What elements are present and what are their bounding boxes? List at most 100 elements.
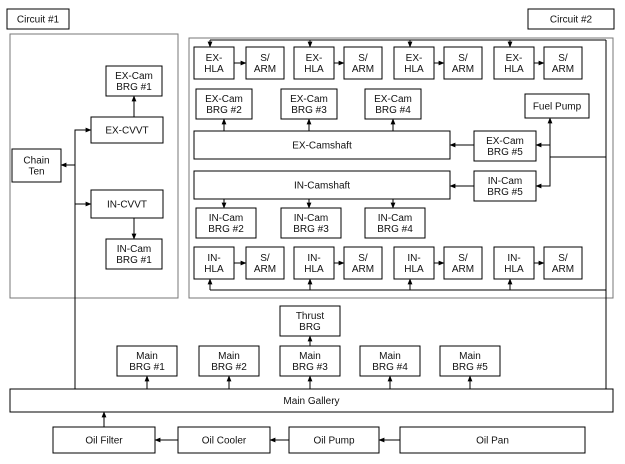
in-hla-3: IN-HLA [393, 246, 435, 280]
in-hla-3-label-1: IN- [407, 253, 420, 264]
ex-hla-3-label-1: EX- [406, 53, 423, 64]
in-camshaft: IN-Camshaft [193, 170, 451, 200]
oil-pan: Oil Pan [399, 426, 586, 454]
main-gallery: Main Gallery [9, 388, 614, 413]
ex-hla-4-label-2: HLA [504, 64, 524, 75]
ex-camshaft-label-1: EX-Camshaft [292, 141, 352, 152]
ex-cam-brg5-label-2: BRG #5 [487, 147, 523, 158]
s-arm-3-label-1: S/ [458, 53, 468, 64]
in-hla-1-label-2: HLA [204, 264, 224, 275]
ex5-split [535, 142, 551, 157]
main-brg5-label-1: Main [459, 351, 481, 362]
in-cam-brg5-label-2: BRG #5 [487, 187, 523, 198]
oil-pan-label-1: Oil Pan [476, 436, 509, 447]
s-arm-6-label-2: ARM [352, 264, 374, 275]
ex-camshaft: EX-Camshaft [193, 130, 451, 160]
s-arm-1-label-1: S/ [260, 53, 270, 64]
ex-cam-brg2-label-1: EX-Cam [205, 94, 243, 105]
s-arm-5-label-2: ARM [254, 264, 276, 275]
main-brg3-label-1: Main [299, 351, 321, 362]
oil-cooler-label-1: Oil Cooler [202, 436, 247, 447]
main-brg2-label-1: Main [218, 351, 240, 362]
oil-cooler: Oil Cooler [177, 426, 271, 454]
s-arm-1: S/ARM [245, 46, 285, 80]
in-cvvt-label-1: IN-CVVT [107, 200, 147, 211]
ex-cam-brg5-label-1: EX-Cam [486, 136, 524, 147]
ex-hla-1: EX-HLA [193, 46, 235, 80]
ex-hla-3-label-2: HLA [404, 64, 424, 75]
circuit1-label-label-1: Circuit #1 [17, 15, 60, 26]
in-hla-2-label-1: IN- [307, 253, 320, 264]
ex-hla-1-label-1: EX- [206, 53, 223, 64]
s-arm-8-label-1: S/ [558, 253, 568, 264]
thrust-brg-label-1: Thrust [296, 311, 325, 322]
s-arm-1-label-2: ARM [254, 64, 276, 75]
in-cam-brg3-label-2: BRG #3 [293, 224, 329, 235]
s-arm-6: S/ARM [343, 246, 383, 280]
circuit2-label-label-1: Circuit #2 [550, 15, 593, 26]
in-cvvt: IN-CVVT [90, 189, 164, 219]
in-camshaft-label-1: IN-Camshaft [294, 181, 350, 192]
in-hla-1: IN-HLA [193, 246, 235, 280]
fuel-pump-label-1: Fuel Pump [533, 102, 582, 113]
chain-ten-label-2: Ten [28, 167, 44, 178]
in-hla-3-label-2: HLA [404, 264, 424, 275]
ex-hla-2-label-1: EX- [306, 53, 323, 64]
in-cam-brg4-label-1: IN-Cam [378, 213, 412, 224]
s-arm-6-label-1: S/ [358, 253, 368, 264]
in-hla-4-label-1: IN- [507, 253, 520, 264]
in-cam-brg3-label-1: IN-Cam [294, 213, 328, 224]
s-arm-2: S/ARM [343, 46, 383, 80]
in-cam-brg2-label-2: BRG #2 [208, 224, 244, 235]
in-cam-brg1-label-2: BRG #1 [116, 255, 152, 266]
s-arm-3-label-2: ARM [452, 64, 474, 75]
oil-pump: Oil Pump [288, 426, 380, 454]
ex-cam-brg4-label-2: BRG #4 [375, 105, 411, 116]
in-hla-1-label-1: IN- [207, 253, 220, 264]
s-arm-7-label-2: ARM [452, 264, 474, 275]
main-brg4-label-2: BRG #4 [372, 362, 408, 373]
s-arm-7-label-1: S/ [458, 253, 468, 264]
ex-cam-brg3-label-2: BRG #3 [291, 105, 327, 116]
ex-cam-brg3-label-1: EX-Cam [290, 94, 328, 105]
main-brg4-label-1: Main [379, 351, 401, 362]
s-arm-5-label-1: S/ [260, 253, 270, 264]
chain-ten-label-1: Chain [23, 156, 49, 167]
s-arm-4-label-2: ARM [552, 64, 574, 75]
ex-hla-3: EX-HLA [393, 46, 435, 80]
circuit1-region [9, 33, 179, 299]
in-cam-brg2-label-1: IN-Cam [209, 213, 243, 224]
circuit2-region [188, 37, 614, 299]
s-arm-4: S/ARM [543, 46, 583, 80]
circuit1-label: Circuit #1 [6, 8, 70, 30]
thrust-brg-label-2: BRG [299, 322, 321, 333]
ex-hla-2-label-2: HLA [304, 64, 324, 75]
ex-hla-2: EX-HLA [293, 46, 335, 80]
in-cam-brg4-label-2: BRG #4 [377, 224, 413, 235]
main-gallery-label-1: Main Gallery [283, 396, 339, 407]
in-hla-4-label-2: HLA [504, 264, 524, 275]
ex-hla-1-label-2: HLA [204, 64, 224, 75]
ex-hla-4-label-1: EX- [506, 53, 523, 64]
ex-cvvt: EX-CVVT [90, 116, 164, 144]
s-arm-8: S/ARM [543, 246, 583, 280]
oil-filter-label-1: Oil Filter [85, 436, 123, 447]
ex-cam-brg1-label-2: BRG #1 [116, 82, 152, 93]
ex5-to-in5 [535, 157, 551, 189]
ex-cvvt-label-1: EX-CVVT [105, 126, 148, 137]
s-arm-8-label-2: ARM [552, 264, 574, 275]
